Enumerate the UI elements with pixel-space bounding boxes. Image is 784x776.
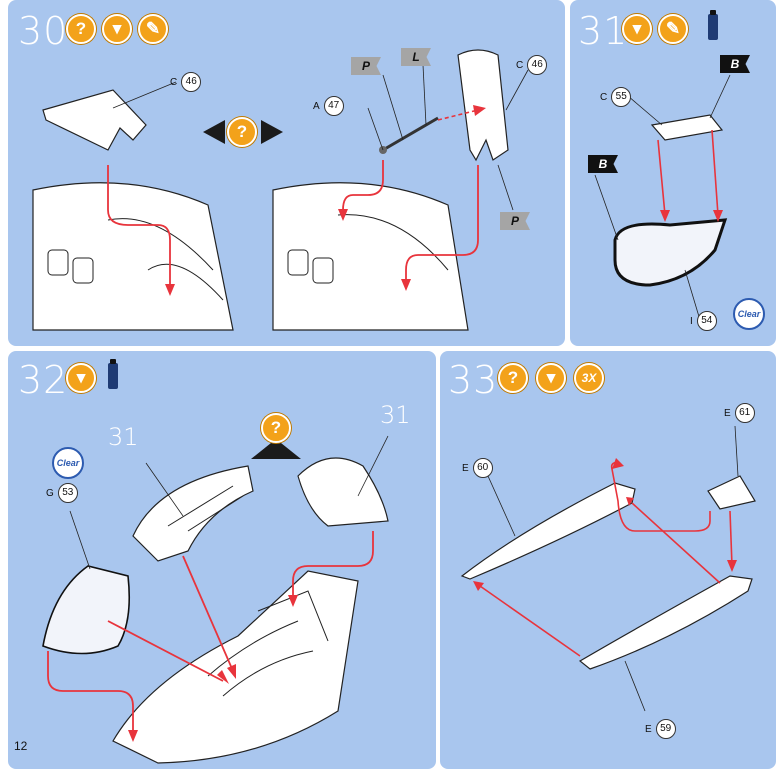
quantity-badge: 3X <box>574 363 604 393</box>
question-icon <box>498 363 528 393</box>
part-number: 46 <box>527 55 548 75</box>
callout-a47: A 47 <box>313 96 344 116</box>
reference-step-31: 31 <box>108 423 139 451</box>
paint-flag-p: P <box>351 57 381 75</box>
callout-e59: E 59 <box>645 719 676 739</box>
step-30-panel: 30 ▾ ✎ <box>8 0 565 346</box>
clear-paint-badge: Clear <box>52 447 84 479</box>
step-32-panel: 32 ▾ 31 31 Clear G <box>8 351 436 769</box>
sprue-letter: A <box>313 100 320 112</box>
callout-i54: I 54 <box>690 311 717 331</box>
paint-flag-l: L <box>401 48 431 66</box>
glue-icon: ▾ <box>536 363 566 393</box>
sprue-letter: C <box>170 76 178 88</box>
callout-e61: E 61 <box>724 403 755 423</box>
sprue-letter: G <box>46 487 54 499</box>
reference-step-31: 31 <box>380 401 411 429</box>
paint-bottle-icon <box>108 359 118 389</box>
part-number: 53 <box>57 483 78 503</box>
part-number: 47 <box>323 96 344 116</box>
paint-flag-p: P <box>500 212 530 230</box>
question-icon <box>66 14 96 44</box>
step-31-drawing <box>594 74 731 321</box>
sprue-letter: I <box>690 315 693 327</box>
paint-flag-b: B <box>720 55 750 73</box>
alternative-option-icon <box>203 117 283 147</box>
callout-c46-right: C 46 <box>516 55 548 75</box>
glue-icon: ▾ <box>102 14 132 44</box>
question-icon <box>261 413 291 443</box>
part-number: 60 <box>472 458 493 478</box>
clear-paint-badge: Clear <box>733 298 765 330</box>
paint-flag-b: B <box>588 155 618 173</box>
step-number: 32 <box>18 358 69 402</box>
sprue-letter: C <box>516 59 524 71</box>
alternative-option-icon <box>251 411 301 461</box>
step-31-panel: 31 ▾ ✎ C 55 I 54 B B Clear <box>570 0 776 346</box>
step-33-drawing <box>460 425 756 712</box>
sprue-letter: C <box>600 91 608 103</box>
part-number: 54 <box>696 311 717 331</box>
question-icon <box>227 117 257 147</box>
step-32-drawing <box>42 435 389 764</box>
step-33-panel: 33 ▾ 3X E 61 E 60 E 59 <box>440 351 776 769</box>
callout-g53: G 53 <box>46 483 78 503</box>
step-number: 30 <box>18 9 69 53</box>
step-30-drawing <box>32 49 529 331</box>
part-number: 55 <box>611 87 632 107</box>
glue-icon: ▾ <box>66 363 96 393</box>
callout-c55: C 55 <box>600 87 632 107</box>
glue-icon: ▾ <box>622 14 652 44</box>
sprue-letter: E <box>645 723 652 735</box>
part-number: 46 <box>181 72 202 92</box>
paint-brush-icon: ✎ <box>658 14 688 44</box>
paint-brush-icon: ✎ <box>138 14 168 44</box>
page-number: 12 <box>14 739 28 753</box>
sprue-letter: E <box>724 407 731 419</box>
part-number: 59 <box>655 719 676 739</box>
callout-e60: E 60 <box>462 458 493 478</box>
part-number: 61 <box>734 403 755 423</box>
paint-bottle-icon <box>708 10 718 40</box>
step-number: 33 <box>448 358 499 402</box>
sprue-letter: E <box>462 462 469 474</box>
step-number: 31 <box>578 9 629 53</box>
callout-c46: C 46 <box>170 72 202 92</box>
